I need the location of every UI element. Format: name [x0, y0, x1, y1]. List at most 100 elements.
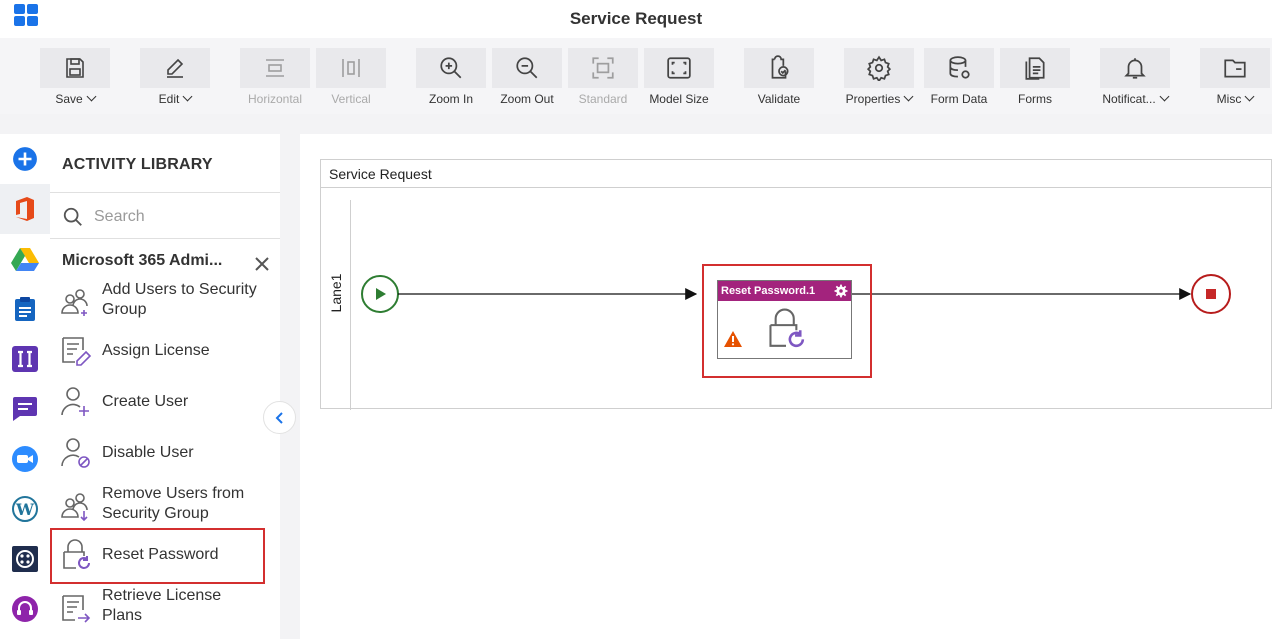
activity-title: Reset Password.1: [721, 285, 816, 297]
vertical-button[interactable]: Vertical: [316, 48, 386, 110]
notifications-button[interactable]: Notificat...: [1100, 48, 1170, 110]
disable-user-icon: [61, 438, 90, 468]
activity-create-user[interactable]: Create User: [50, 377, 265, 427]
start-event[interactable]: [361, 275, 399, 313]
search-input[interactable]: [94, 206, 264, 228]
misc-label: Misc: [1216, 92, 1242, 106]
gear-icon: [866, 55, 892, 81]
form-data-label: Form Data: [930, 92, 988, 106]
zoom-out-icon: [516, 57, 538, 79]
process-canvas[interactable]: Service Request Lane1: [300, 134, 1272, 639]
reset-password-activity[interactable]: Reset Password.1: [717, 280, 852, 359]
save-button[interactable]: Save: [40, 48, 110, 110]
model-size-label: Model Size: [649, 92, 709, 106]
rail-clipboard[interactable]: [0, 284, 50, 334]
rail-forms[interactable]: [0, 334, 50, 384]
google-drive-icon: [11, 248, 39, 271]
app-grid-icon[interactable]: [14, 4, 40, 28]
notifications-label: Notificat...: [1102, 92, 1156, 106]
library-title: ACTIVITY LIBRARY: [62, 156, 213, 173]
standard-button[interactable]: Standard: [568, 48, 638, 110]
chevron-down-icon: [1244, 91, 1255, 102]
activity-library-panel: ACTIVITY LIBRARY Microsoft 365 Admi... A…: [50, 134, 280, 639]
end-event[interactable]: [1191, 274, 1231, 314]
bell-icon: [1124, 58, 1146, 79]
activity-assign-license[interactable]: Assign License: [50, 326, 265, 376]
activity-disable-user[interactable]: Disable User: [50, 428, 265, 478]
activity-label: Create User: [102, 393, 189, 410]
forms-button[interactable]: Forms: [1000, 48, 1070, 110]
forms-icon: [1025, 57, 1045, 80]
vertical-label: Vertical: [331, 92, 371, 106]
activity-label-line2: Security Group: [102, 505, 209, 522]
properties-button[interactable]: Properties: [844, 48, 914, 110]
connector-rail: W: [0, 134, 50, 639]
users-security-icon: [61, 289, 88, 316]
model-size-icon: [667, 57, 691, 79]
twilio-icon: [12, 546, 38, 572]
remove-users-icon: [61, 493, 88, 522]
assign-license-icon: [62, 337, 92, 366]
activity-reset-password[interactable]: Reset Password: [50, 528, 265, 584]
validate-icon: [771, 55, 789, 79]
vertical-icon: [342, 59, 360, 77]
rail-support[interactable]: [0, 584, 50, 634]
divider: [50, 238, 280, 239]
standard-label: Standard: [578, 92, 628, 106]
wordpress-icon: W: [12, 496, 38, 522]
rail-zoom[interactable]: [0, 434, 50, 484]
divider: [50, 192, 280, 193]
flow-diagram: [361, 274, 1231, 314]
zoom-in-label: Zoom In: [428, 92, 473, 106]
zoom-out-label: Zoom Out: [500, 92, 554, 106]
rail-add[interactable]: [0, 134, 50, 184]
standard-icon: [592, 57, 614, 79]
horizontal-button[interactable]: Horizontal: [240, 48, 310, 110]
pencil-icon: [167, 58, 184, 78]
zoom-out-button[interactable]: Zoom Out: [492, 48, 562, 110]
activity-label-line2: Plans: [102, 607, 143, 624]
app-header: Service Request: [0, 0, 1272, 38]
validate-button[interactable]: Validate: [744, 48, 814, 110]
activity-label: Add Users to Security: [102, 281, 257, 298]
rail-wordpress[interactable]: W: [0, 484, 50, 534]
gear-icon[interactable]: [834, 284, 848, 298]
activity-header: Reset Password.1: [718, 281, 851, 301]
edit-button[interactable]: Edit: [140, 48, 210, 110]
form-data-button[interactable]: Form Data: [924, 48, 994, 110]
office-icon: [16, 197, 34, 221]
rail-office365[interactable]: [0, 184, 50, 234]
folder-icon: [1224, 59, 1246, 78]
clipboard-icon: [15, 297, 35, 321]
lane-header[interactable]: Lane1: [321, 200, 351, 410]
close-icon[interactable]: [252, 254, 272, 274]
validate-label: Validate: [757, 92, 801, 106]
zoom-in-button[interactable]: Zoom In: [416, 48, 486, 110]
chevron-left-icon: [275, 411, 283, 424]
activity-label: Disable User: [102, 444, 194, 461]
edit-label: Edit: [158, 92, 180, 106]
reset-password-icon: [63, 539, 90, 569]
page-title: Service Request: [569, 9, 703, 28]
search-icon: [63, 207, 82, 226]
activity-label: Reset Password: [102, 546, 219, 563]
rail-google-drive[interactable]: [0, 234, 50, 284]
svg-text:W: W: [15, 500, 35, 519]
collapse-panel-button[interactable]: [263, 401, 296, 434]
save-icon: [66, 58, 84, 78]
horizontal-label: Horizontal: [247, 92, 303, 106]
rail-twilio[interactable]: [0, 534, 50, 584]
model-size-button[interactable]: Model Size: [644, 48, 714, 110]
horizontal-icon: [266, 59, 284, 77]
ii-icon: [12, 346, 38, 372]
misc-button[interactable]: Misc: [1200, 48, 1270, 110]
properties-label: Properties: [845, 92, 901, 106]
pool[interactable]: Service Request Lane1: [320, 159, 1272, 410]
rail-chat[interactable]: [0, 384, 50, 434]
chevron-down-icon: [182, 91, 193, 102]
reset-password-icon: [769, 308, 805, 348]
pool-title: Service Request: [321, 160, 1272, 188]
